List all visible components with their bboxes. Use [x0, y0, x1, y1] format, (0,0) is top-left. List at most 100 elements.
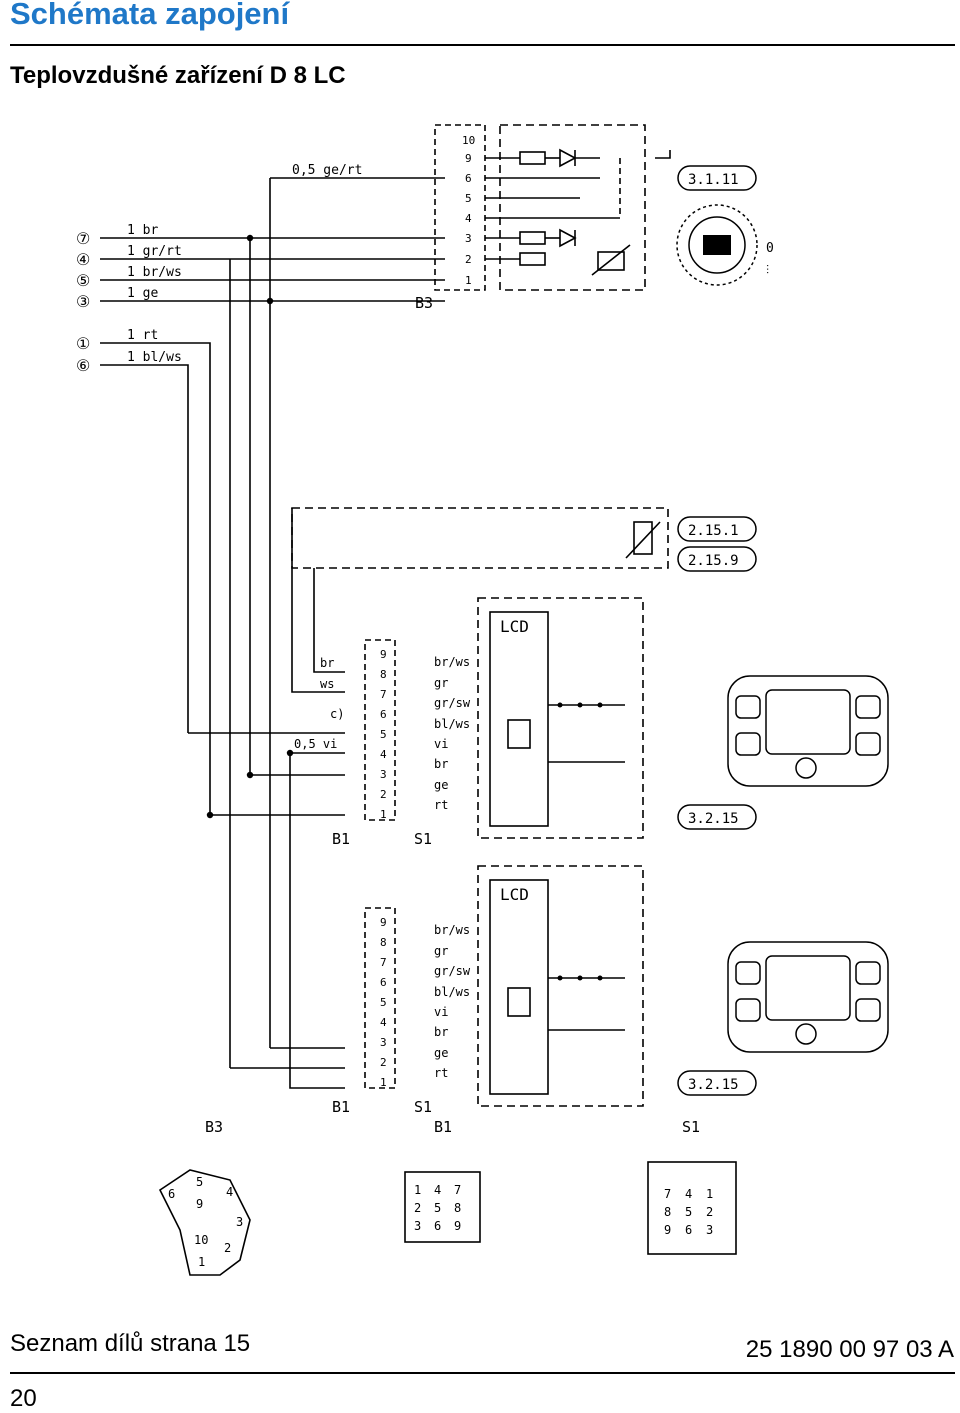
marker-4: ④ [76, 250, 90, 269]
wiring-schematic: 0,5 ge/rt ⑦ ④ ⑤ ③ ① ⑥ 1 br 1 gr/rt 1 br/… [76, 124, 889, 1276]
pin-number: 4 [380, 748, 387, 761]
wire-label: 1 br/ws [127, 265, 182, 280]
pin-number: 1 [465, 274, 472, 287]
pin-number: 9 [465, 152, 472, 165]
pin-number: 1 [380, 1076, 387, 1089]
wire-label: br [434, 757, 448, 771]
b3-pin: 9 [196, 1197, 203, 1211]
marker-6: ⑥ [76, 356, 90, 375]
wire-label: vi [434, 1005, 448, 1019]
b1-pin: 4 [434, 1183, 441, 1197]
pin-number: 3 [380, 768, 387, 781]
b3-pin: 10 [194, 1233, 208, 1247]
wire-label: 1 ge [127, 286, 158, 301]
s1-pin: 2 [706, 1205, 713, 1219]
wire-label: 1 br [127, 223, 158, 238]
b3-pin: 3 [236, 1215, 243, 1229]
pin-number: 6 [380, 708, 387, 721]
b1-pin: 9 [454, 1219, 461, 1233]
marker-3: ③ [76, 292, 90, 311]
pin-number: 10 [462, 134, 475, 147]
pin-number: 5 [380, 728, 387, 741]
wire-label: 0,5 vi [294, 737, 337, 751]
pin-number: 5 [465, 192, 472, 205]
pin-number: 2 [380, 1056, 387, 1069]
wire-label: gr [434, 944, 448, 958]
s1-pin: 1 [706, 1187, 713, 1201]
footer-divider [10, 1372, 955, 1374]
wire-label: br/ws [434, 655, 470, 669]
part-ref-3-1-11: 3.1.11 [688, 172, 739, 188]
pin-number: 1 [380, 808, 387, 821]
b1-pin: 6 [434, 1219, 441, 1233]
pin-number: 5 [380, 996, 387, 1009]
wire-label: br [434, 1025, 448, 1039]
b3-pin: 6 [168, 1187, 175, 1201]
b3-pin: 2 [224, 1241, 231, 1255]
b1-pin: 3 [414, 1219, 421, 1233]
b1-pin: 2 [414, 1201, 421, 1215]
wire-label: gr [434, 676, 448, 690]
b1-pin: 5 [434, 1201, 441, 1215]
wire-label: 1 gr/rt [127, 244, 182, 259]
wire-label-ge-rt: 0,5 ge/rt [292, 163, 362, 178]
pin-number: 7 [380, 688, 387, 701]
heat-icon: ⫶ [766, 263, 769, 277]
pin-number: 2 [380, 788, 387, 801]
part-ref-3-2-15: 3.2.15 [688, 811, 739, 827]
wire-label: bl/ws [434, 717, 470, 731]
pin-number: 9 [380, 648, 387, 661]
wire-label: bl/ws [434, 985, 470, 999]
wire-label: ws [320, 677, 334, 691]
marker-7: ⑦ [76, 229, 90, 248]
wire-label: 1 bl/ws [127, 350, 182, 365]
connector-label-b1: B1 [332, 830, 350, 848]
connector-view-label-b3: B3 [205, 1118, 223, 1136]
connector-label-b1: B1 [332, 1098, 350, 1116]
marker-5: ⑤ [76, 271, 90, 290]
wire-label: rt [434, 798, 448, 812]
part-ref-2-15-1: 2.15.1 [688, 523, 739, 539]
pin-number: 3 [380, 1036, 387, 1049]
wire-label: ge [434, 1046, 448, 1060]
pin-number: 9 [380, 916, 387, 929]
wire-label: 1 rt [127, 328, 158, 343]
pin-number: 8 [380, 936, 387, 949]
header-divider [10, 44, 955, 46]
s1-pin: 4 [685, 1187, 692, 1201]
wire-label: vi [434, 737, 448, 751]
wire-label: rt [434, 1066, 448, 1080]
connector-view-label-s1: S1 [682, 1118, 700, 1136]
parts-list-reference: Seznam dílů strana 15 [10, 1330, 251, 1357]
b3-pin: 5 [196, 1175, 203, 1189]
b1-pin: 8 [454, 1201, 461, 1215]
connector-label-b3: B3 [415, 294, 433, 312]
connector-label-s1: S1 [414, 1098, 432, 1116]
connector-label-s1: S1 [414, 830, 432, 848]
pin-number: 6 [380, 976, 387, 989]
pin-number: 8 [380, 668, 387, 681]
lcd-label: LCD [500, 617, 529, 636]
pin-number: 4 [465, 212, 472, 225]
wire-label: gr/sw [434, 696, 471, 710]
pin-number: 7 [380, 956, 387, 969]
pin-number: 2 [465, 253, 472, 266]
b1-pin: 7 [454, 1183, 461, 1197]
wire-label: br [320, 656, 334, 670]
pin-number: 4 [380, 1016, 387, 1029]
b3-pin: 1 [198, 1255, 205, 1269]
b3-pin: 4 [226, 1185, 233, 1199]
b1-pin: 1 [414, 1183, 421, 1197]
wire-label: br/ws [434, 923, 470, 937]
s1-pin: 5 [685, 1205, 692, 1219]
pin-number: 6 [465, 172, 472, 185]
s1-pin: 6 [685, 1223, 692, 1237]
marker-1: ① [76, 334, 90, 353]
s1-pin: 9 [664, 1223, 671, 1237]
s1-pin: 3 [706, 1223, 713, 1237]
page-number: 20 [10, 1385, 37, 1412]
wire-label: ge [434, 778, 448, 792]
switch-zero-label: 0 [766, 241, 774, 256]
wire-label: c) [330, 707, 344, 721]
diagram-subtitle: Teplovzdušné zařízení D 8 LC [10, 62, 346, 89]
